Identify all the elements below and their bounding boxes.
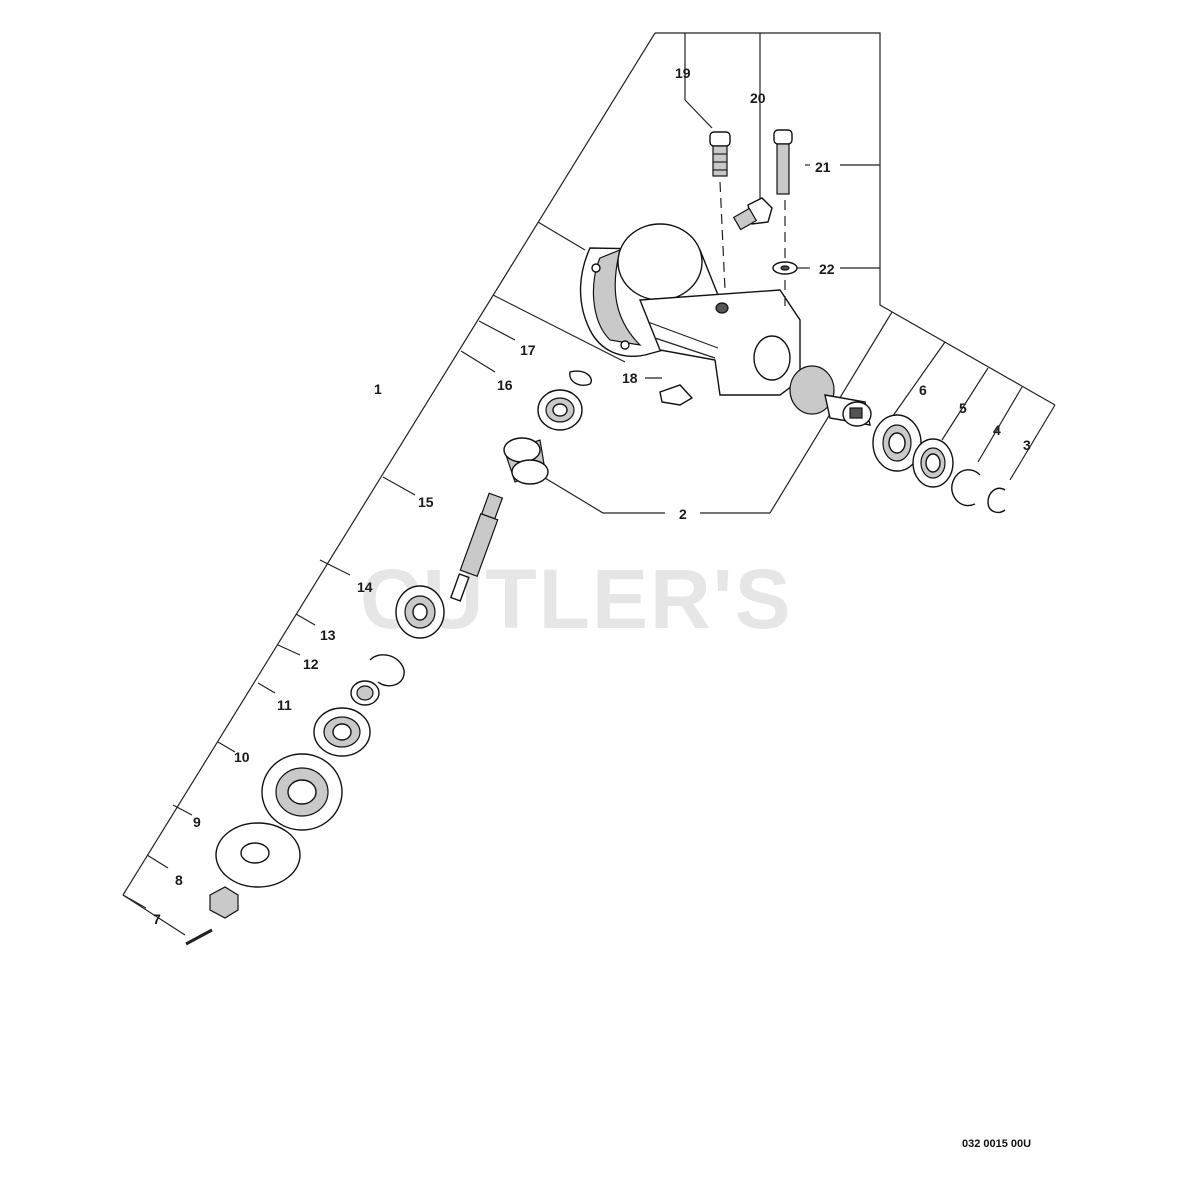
clip-17 [569, 370, 592, 386]
output-shaft [789, 365, 872, 427]
nut-8 [209, 886, 239, 919]
callout-10: 10 [234, 749, 250, 765]
callout-20: 20 [750, 90, 766, 106]
callout-4: 4 [993, 422, 1001, 438]
snap-ring-4 [951, 469, 981, 507]
callout-13: 13 [320, 627, 336, 643]
callout-19: 19 [675, 65, 691, 81]
snap-ring-3 [987, 487, 1006, 514]
snap-ring-13 [369, 654, 405, 687]
cover-9 [215, 822, 301, 888]
plate-18 [659, 384, 694, 406]
callout-6: 6 [919, 382, 927, 398]
callout-3: 3 [1023, 437, 1031, 453]
bearing-5 [912, 438, 954, 488]
bevel-gear-2 [503, 437, 549, 485]
shaft-15 [449, 492, 504, 602]
callout-16: 16 [497, 377, 513, 393]
bolt-21 [773, 129, 793, 195]
callout-18: 18 [622, 370, 638, 386]
callout-9: 9 [193, 814, 201, 830]
gear-housing [579, 223, 801, 396]
callout-5: 5 [959, 400, 967, 416]
bearing-6 [872, 414, 922, 472]
leader-2 [544, 477, 665, 514]
holder-10 [261, 753, 343, 831]
bearing-14 [395, 585, 445, 639]
callout-11: 11 [277, 697, 292, 713]
callout-2: 2 [679, 506, 687, 522]
callout-8: 8 [175, 872, 183, 888]
callout-7: 7 [153, 911, 161, 927]
callout-21: 21 [815, 159, 831, 175]
callout-15: 15 [418, 494, 434, 510]
document-number: 032 0015 00U [962, 1138, 1031, 1150]
bolt-19 [709, 131, 731, 177]
bearing-16 [537, 389, 583, 431]
assembly-bracket-lines [122, 32, 1056, 936]
pin-7 [185, 928, 213, 946]
bolt-20 [732, 197, 773, 231]
callout-1: 1 [374, 381, 382, 397]
bushing-12 [350, 680, 380, 706]
callout-12: 12 [303, 656, 319, 672]
callout-14: 14 [357, 579, 373, 595]
callout-17: 17 [520, 342, 536, 358]
callout-22: 22 [819, 261, 835, 277]
seal-11 [313, 707, 371, 757]
